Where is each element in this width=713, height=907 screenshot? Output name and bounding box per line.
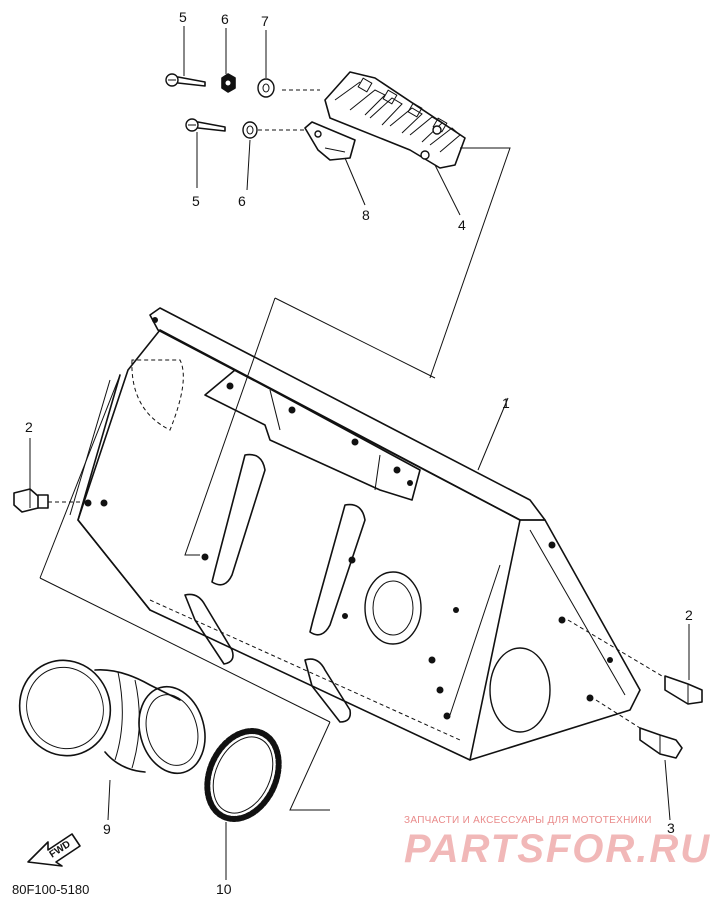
- part-3-bolt: [639, 727, 683, 759]
- part-2-bolt-right: [664, 675, 703, 705]
- part-5-screw-bottom: [185, 118, 226, 132]
- fwd-arrow: FWD: [27, 833, 81, 867]
- part-6-nut-bottom: [242, 121, 258, 139]
- part-7-grommet: [257, 78, 275, 98]
- callout-7: 7: [261, 13, 269, 29]
- part-10-ring-clamp: [204, 728, 282, 822]
- watermark-tagline: ЗАПЧАСТИ И АКСЕССУАРЫ ДЛЯ МОТОТЕХНИКИ: [404, 815, 652, 826]
- callout-4: 4: [458, 217, 466, 233]
- leader-lines: [29, 26, 690, 880]
- callout-6-top: 6: [221, 11, 229, 27]
- callout-labels: 1 2 2 3 4 5 5 6 6 7 8 9 10: [25, 9, 693, 897]
- callout-9: 9: [103, 821, 111, 837]
- callout-6-bottom: 6: [238, 193, 246, 209]
- part-8-bracket: [304, 121, 356, 161]
- diagram-code: 80F100-5180: [12, 882, 89, 897]
- watermark-brand: PARTSFOR.RU: [404, 827, 711, 871]
- part-9-duct: [18, 659, 206, 775]
- callout-8: 8: [362, 207, 370, 223]
- callout-1: 1: [502, 395, 510, 411]
- part-1-plate: [69, 307, 641, 761]
- callout-5-bottom: 5: [192, 193, 200, 209]
- part-4-connector-block: [324, 71, 466, 169]
- part-6-nut-top: [221, 73, 236, 93]
- part-5-screw-top: [165, 73, 206, 87]
- callout-3: 3: [667, 820, 675, 836]
- callout-5-top: 5: [179, 9, 187, 25]
- callout-2-left: 2: [25, 419, 33, 435]
- fwd-label: FWD: [48, 839, 73, 861]
- callout-2-right: 2: [685, 607, 693, 623]
- callout-10: 10: [216, 881, 232, 897]
- part-2-bolt-left: [13, 488, 49, 513]
- watermark: ЗАПЧАСТИ И АКСЕССУАРЫ ДЛЯ МОТОТЕХНИКИ PA…: [404, 815, 711, 871]
